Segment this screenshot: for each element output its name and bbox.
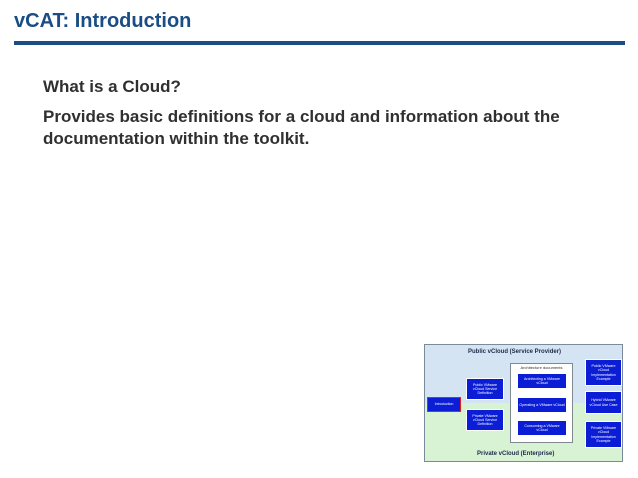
- public-service-definition-box[interactable]: Public VMware vCloud Service Definition: [466, 378, 504, 400]
- private-vcloud-label: Private vCloud (Enterprise): [477, 451, 555, 457]
- public-vcloud-label: Public vCloud (Service Provider): [468, 349, 562, 355]
- private-service-definition-box[interactable]: Private VMware vCloud Service Definition: [466, 409, 504, 431]
- slide-title: vCAT: Introduction: [14, 10, 192, 32]
- consuming-vcloud-box[interactable]: Consuming a VMware vCloud: [517, 420, 567, 436]
- slide-heading: What is a Cloud?: [43, 77, 181, 96]
- title-divider: [14, 41, 625, 45]
- private-implementation-example-box[interactable]: Private VMware vCloud Implementation Exa…: [585, 421, 622, 448]
- architecture-documents-label: Architecture documents: [520, 365, 563, 370]
- slide-description: Provides basic definitions for a cloud a…: [43, 107, 560, 148]
- introduction-box[interactable]: Introduction: [427, 397, 461, 412]
- public-implementation-example-box[interactable]: Public VMware vCloud Implementation Exam…: [585, 359, 622, 386]
- vcat-diagram: Public vCloud (Service Provider) Private…: [424, 344, 623, 462]
- operating-vcloud-box[interactable]: Operating a VMware vCloud: [517, 397, 567, 413]
- hybrid-use-case-box[interactable]: Hybrid VMware vCloud Use Case: [585, 391, 622, 414]
- architecting-vcloud-box[interactable]: Architecting a VMware vCloud: [517, 373, 567, 389]
